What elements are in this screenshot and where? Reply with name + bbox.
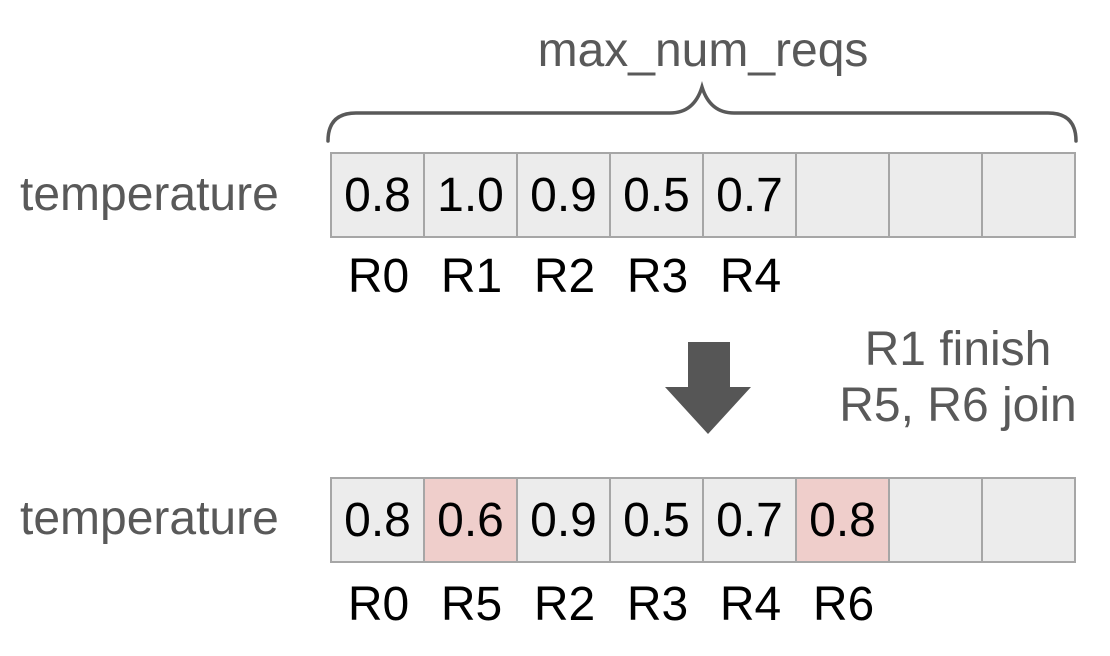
request-id-label: R0 — [347, 250, 410, 303]
curly-brace-icon — [326, 81, 1078, 143]
request-id-label: R5 — [440, 578, 503, 631]
request-id-label — [890, 252, 983, 302]
temp-cell: 0.8 — [332, 479, 425, 561]
temp-cell: 0.5 — [611, 479, 704, 561]
temp-cell-empty — [983, 479, 1074, 561]
temp-cell-empty — [797, 154, 890, 236]
temp-array-after: 0.8 0.6 0.9 0.5 0.7 0.8 — [330, 477, 1076, 563]
request-ids-before: R0 R1 R2 R3 R4 — [330, 252, 1078, 302]
request-id-label: R0 — [347, 578, 410, 631]
temp-cell: 0.9 — [518, 154, 611, 236]
request-id-label: R2 — [533, 578, 596, 631]
temp-cell: 0.7 — [704, 154, 797, 236]
request-id-label — [890, 580, 983, 630]
temp-cell: 1.0 — [425, 154, 518, 236]
request-id-label — [983, 252, 1076, 302]
request-id-label — [983, 580, 1076, 630]
request-id-label: R6 — [812, 578, 875, 631]
request-id-label: R1 — [440, 250, 503, 303]
request-id-label: R3 — [626, 578, 689, 631]
temp-cell-empty — [890, 479, 983, 561]
temp-cell-empty — [983, 154, 1074, 236]
request-ids-after: R0 R5 R2 R3 R4 R6 — [330, 580, 1078, 630]
temp-cell: 0.7 — [704, 479, 797, 561]
temp-cell-highlighted: 0.8 — [797, 479, 890, 561]
temperature-label-before: temperature — [20, 168, 279, 221]
transition-note-line1: R1 finish — [864, 323, 1052, 376]
max-num-reqs-label: max_num_reqs — [537, 24, 869, 77]
request-id-label: R4 — [719, 250, 782, 303]
temp-cell: 0.9 — [518, 479, 611, 561]
down-arrow-icon — [665, 342, 751, 434]
temp-cell: 0.8 — [332, 154, 425, 236]
temp-array-before: 0.8 1.0 0.9 0.5 0.7 — [330, 152, 1076, 238]
temp-cell-empty — [890, 154, 983, 236]
temp-cell-highlighted: 0.6 — [425, 479, 518, 561]
transition-note: R1 finish R5, R6 join — [825, 322, 1091, 434]
temperature-label-after: temperature — [20, 492, 279, 545]
request-id-label: R3 — [626, 250, 689, 303]
request-id-label: R2 — [533, 250, 596, 303]
transition-note-line2: R5, R6 join — [839, 379, 1077, 432]
request-id-label: R4 — [719, 578, 782, 631]
temp-cell: 0.5 — [611, 154, 704, 236]
request-id-label — [797, 252, 890, 302]
